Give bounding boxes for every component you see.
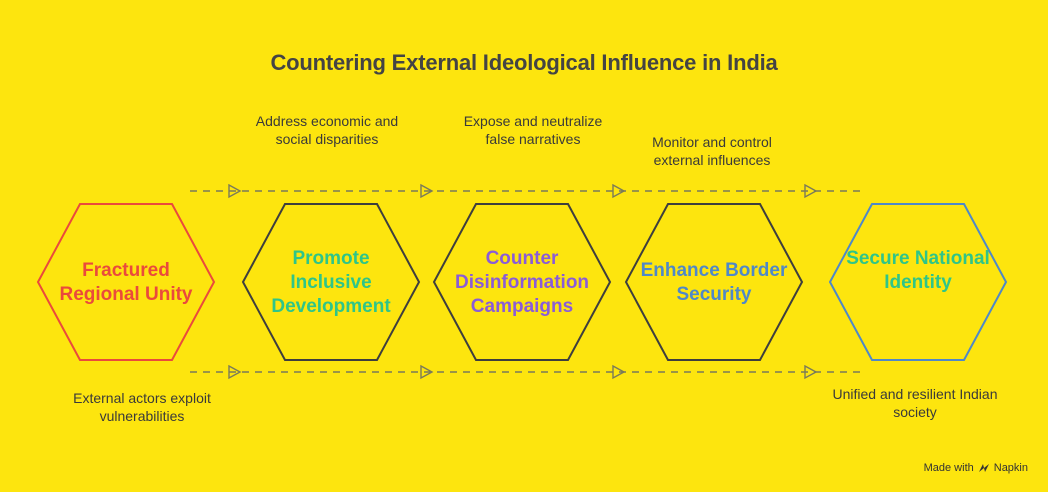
note-unified-society: Unified and resilient Indian society [832,386,998,420]
hex-national-identity [828,203,1008,361]
made-with-text: Made with [923,462,974,474]
napkin-logo-icon [978,464,989,472]
arrow-head-icon [804,364,818,380]
hex-border-security [624,203,804,361]
hex-inclusive-development [241,203,421,361]
connector-top [190,183,866,199]
arrow-head-icon [420,183,434,199]
arrow-head-icon [228,183,242,199]
arrow-head-icon [228,364,242,380]
arrow-head-icon [612,364,626,380]
note-expose-narratives: Expose and neutralize false narratives [463,113,603,147]
step-label-counter-disinformation: Counter Disinformation Campaigns [454,248,590,317]
note-monitor-influences: Monitor and control external influences [652,134,772,168]
arrow-head-icon [612,183,626,199]
napkin-brand-text: Napkin [993,462,1028,474]
arrow-head-icon [420,364,434,380]
step-label-fractured-unity: Fractured Regional Unity [59,260,193,305]
step-label-inclusive-development: Promote Inclusive Development [271,248,391,317]
page-title: Countering External Ideological Influenc… [270,50,778,75]
step-label-border-security: Enhance Border Security [640,260,788,305]
step-label-national-identity: Secure National Identity [846,248,990,293]
hex-counter-disinformation [432,203,612,361]
hex-fractured-unity [36,203,216,361]
note-external-actors: External actors exploit vulnerabilities [73,390,211,424]
made-with-badge[interactable]: Made with Napkin [924,462,1028,474]
note-address-disparities: Address economic and social disparities [255,113,399,147]
connector-bottom [190,364,866,380]
arrow-head-icon [804,183,818,199]
